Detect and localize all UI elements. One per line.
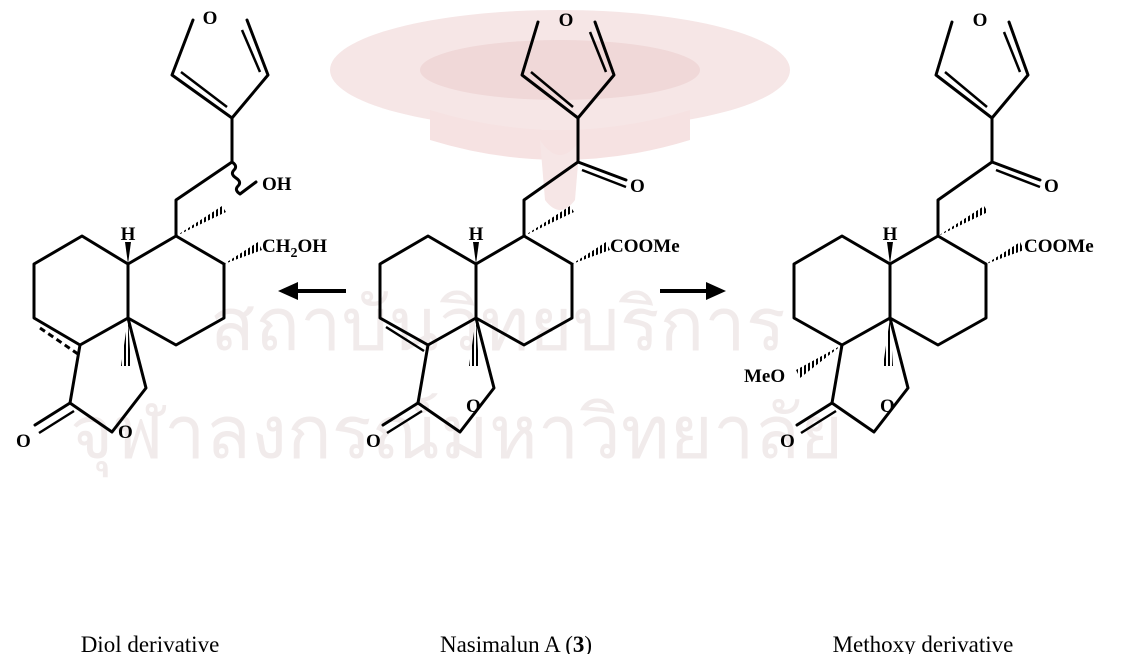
h-label: H (121, 224, 136, 245)
lactone-carbonyl-o: O (16, 431, 31, 452)
methyl-hash-wedge (176, 206, 226, 236)
diol-structure: O OH CH2OH H O O (16, 8, 327, 452)
lactone-carbonyl-o: O (366, 431, 381, 452)
caption-methoxy: Methoxy derivative (833, 632, 1014, 654)
lactone-ring-o: O (118, 422, 133, 443)
arrow-to-methoxy (660, 282, 726, 300)
h-label: H (469, 224, 484, 245)
watermark-line1: สถาบันวิทยบริการ (210, 282, 786, 368)
watermark-line2: จุฬาลงกรณ์มหาวิทยาลัย (70, 390, 843, 478)
nasimalun-structure: O O COOMe H O O (366, 10, 680, 452)
furan-oxygen: O (973, 10, 988, 31)
lactone-carbonyl-o: O (780, 431, 795, 452)
methoxy-structure: O O COOMe H MeO O O (744, 10, 1094, 452)
ester-label: COOMe (610, 236, 680, 257)
caption-nasimalun: Nasimalun A (3) (440, 632, 592, 654)
ester-label: COOMe (1024, 236, 1094, 257)
furan-oxygen: O (203, 8, 218, 29)
h-label: H (883, 224, 898, 245)
furan-oxygen: O (559, 10, 574, 31)
caption-diol: Diol derivative (81, 632, 220, 654)
watermark: สถาบันวิทยบริการ จุฬาลงกรณ์มหาวิทยาลัย (70, 10, 843, 478)
lactone-ring-o: O (880, 396, 895, 417)
lactone-ring-o: O (466, 396, 481, 417)
ketone-oxygen: O (630, 176, 645, 197)
hydroxyl-label: OH (262, 174, 292, 195)
ch2oh-label: CH2OH (262, 236, 327, 261)
ketone-oxygen: O (1044, 176, 1059, 197)
methoxy-label: MeO (744, 366, 785, 387)
arrow-to-diol (278, 282, 346, 300)
